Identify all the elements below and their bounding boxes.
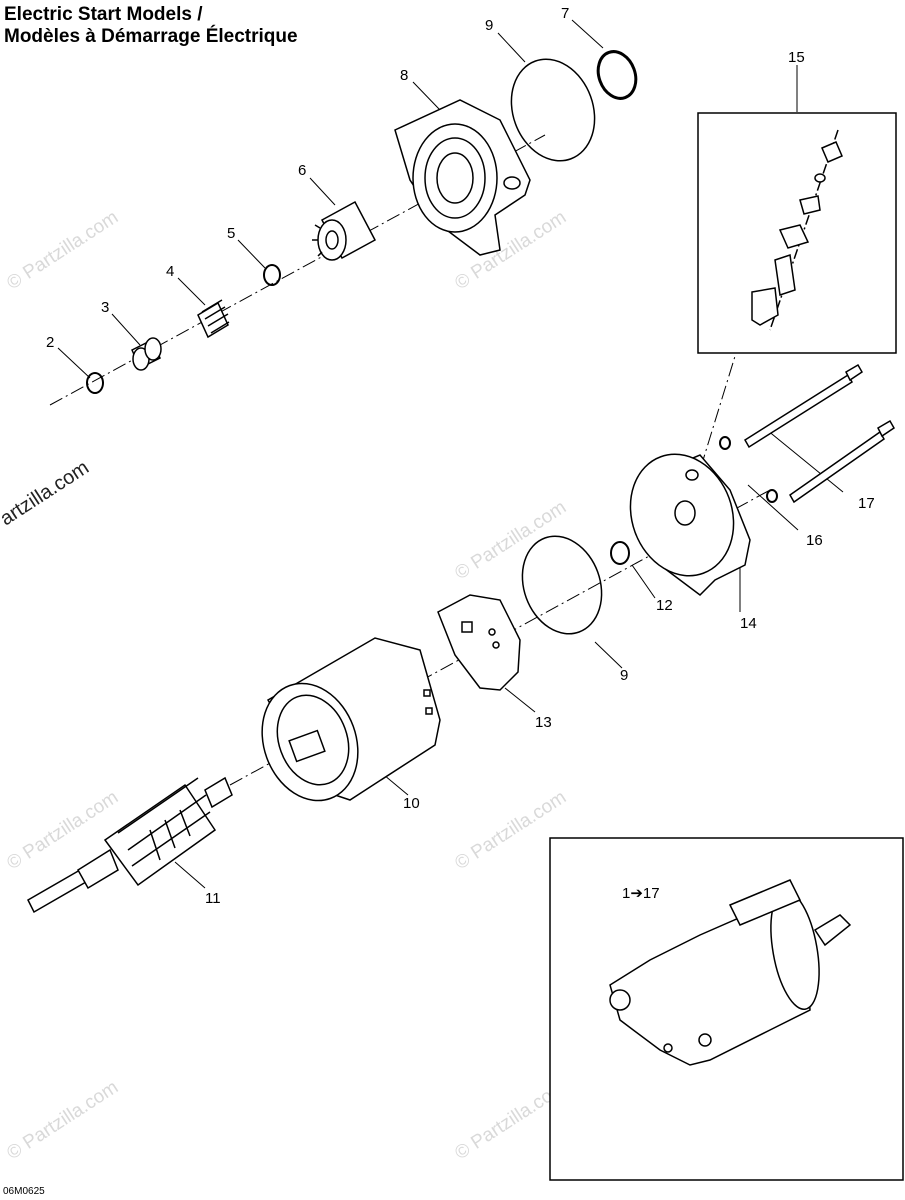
o-ring-part-9-bottom — [521, 535, 603, 635]
ring-part-5 — [263, 264, 281, 286]
callout-10: 10 — [403, 795, 420, 812]
callout-2: 2 — [46, 334, 54, 351]
o-ring-part-9-top — [510, 58, 596, 162]
terminal-kit-part-15 — [751, 129, 843, 331]
callout-13: 13 — [535, 714, 552, 731]
callout-4: 4 — [166, 263, 174, 280]
bushing-part-3 — [131, 337, 162, 371]
starter-assembly-drawing — [609, 879, 852, 1066]
washers-part-16 — [719, 436, 778, 503]
spring-part-4 — [197, 299, 230, 339]
callout-14: 14 — [740, 615, 757, 632]
ring-part-12 — [610, 541, 630, 565]
callout-12: 12 — [656, 597, 673, 614]
watermark-3: © Partzilla.com — [451, 497, 570, 584]
motor-frame-part-10 — [261, 637, 441, 802]
title-line-1: Electric Start Models / — [4, 4, 203, 25]
callout-8: 8 — [400, 67, 408, 84]
through-bolts-part-17 — [743, 363, 895, 504]
housing-part-8 — [394, 99, 531, 256]
callout-17: 17 — [858, 495, 875, 512]
callout-9-bottom: 9 — [620, 667, 628, 684]
callout-5: 5 — [227, 225, 235, 242]
callout-6: 6 — [298, 162, 306, 179]
diagram-code: 06M0625 — [3, 1186, 45, 1197]
watermark-6: © Partzilla.com — [3, 1077, 122, 1164]
watermark-1: © Partzilla.com — [3, 207, 122, 294]
callout-16: 16 — [806, 532, 823, 549]
drive-gear-part-6 — [312, 200, 377, 261]
callout-3: 3 — [101, 299, 109, 316]
ring-part-2 — [86, 372, 104, 394]
callout-15: 15 — [788, 49, 805, 66]
brush-plate-part-13 — [437, 594, 521, 691]
callout-labels: 2 3 4 5 6 8 9 7 15 17 16 12 14 9 13 10 1… — [46, 5, 875, 907]
ring-part-7 — [596, 50, 638, 100]
callout-assembly: 1➔17 — [622, 885, 660, 902]
end-cap-part-14 — [629, 453, 751, 596]
callout-11: 11 — [205, 890, 221, 907]
title-line-2: Modèles à Démarrage Électrique — [4, 26, 298, 47]
armature-part-11 — [27, 776, 233, 914]
callout-7: 7 — [561, 5, 569, 22]
callout-9-top: 9 — [485, 17, 493, 34]
diagram-title: Electric Start Models / Modèles à Démarr… — [4, 4, 298, 48]
